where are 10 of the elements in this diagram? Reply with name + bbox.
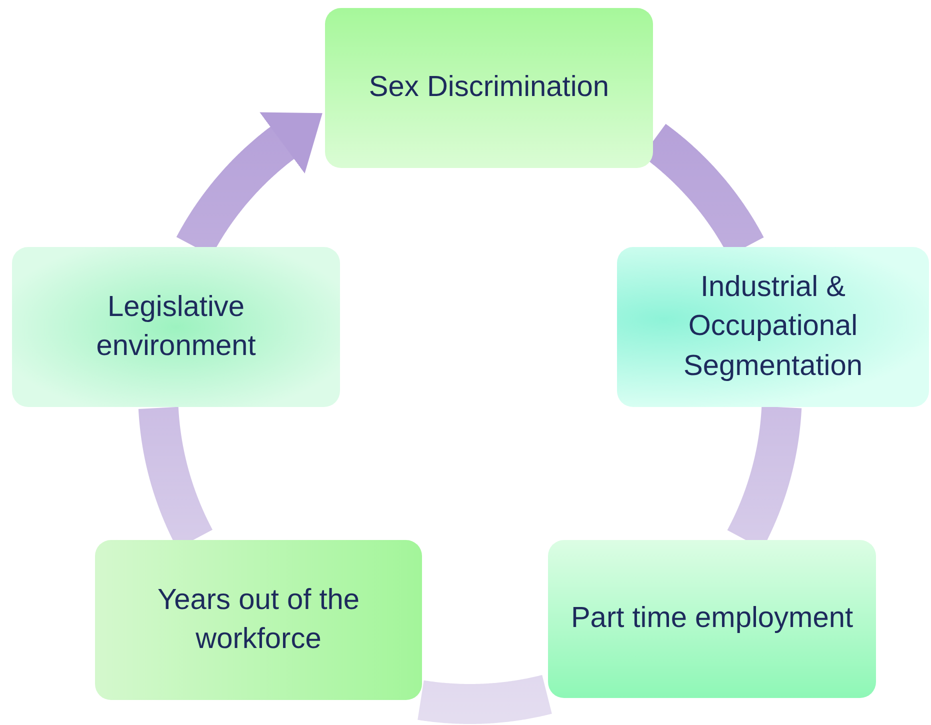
box-label: Legislative environment (95, 290, 257, 364)
box-label: Years out of the workforce (156, 582, 361, 657)
process-box (12, 247, 340, 407)
process-box (548, 540, 876, 698)
box-label: Industrial & Occupational Segmentation (682, 270, 864, 384)
box-label: Sex Discrimination (368, 70, 610, 106)
process-box (617, 247, 929, 407)
process-box (95, 540, 422, 700)
box-label: Part time employment (570, 601, 854, 636)
process-box (325, 8, 653, 168)
